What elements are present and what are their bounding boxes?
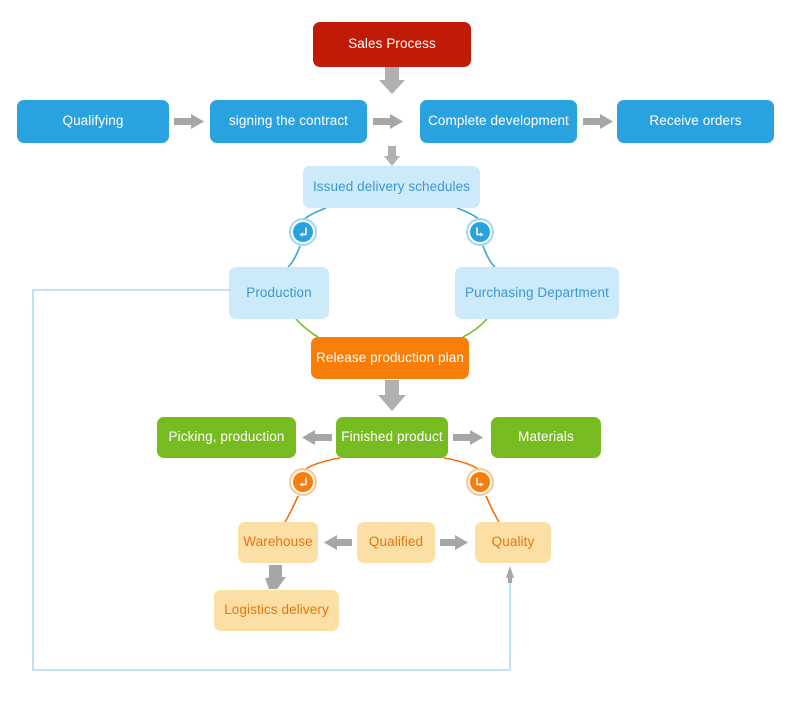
node-warehouse[interactable]: Warehouse (238, 522, 318, 563)
node-label: Complete development (428, 113, 569, 129)
connector-sales-to-row (379, 67, 405, 94)
junction-ring (466, 468, 494, 496)
junction-quality[interactable] (466, 468, 494, 496)
connector-finished-to-materials (453, 430, 483, 445)
junction-disc (293, 472, 313, 492)
node-label: Quality (491, 534, 535, 550)
node-label: Picking, production (168, 429, 285, 445)
connector-qualified-to-warehouse (324, 535, 352, 550)
arrow-down-left-icon (299, 227, 307, 237)
connector-row-to-schedules (384, 146, 400, 166)
node-materials[interactable]: Materials (491, 417, 601, 458)
junction-ring (289, 218, 317, 246)
junction-purchasing[interactable] (466, 218, 494, 246)
connector-qualified-to-quality (440, 535, 468, 550)
connector-finished-to-picking (302, 430, 332, 445)
node-production[interactable]: Production (229, 267, 329, 319)
arrow-down-right-icon (476, 227, 484, 237)
junction-disc (293, 222, 313, 242)
node-sales-process[interactable]: Sales Process (313, 22, 471, 67)
junction-warehouse[interactable] (289, 468, 317, 496)
node-issued-delivery-schedules[interactable]: Issued delivery schedules (303, 166, 480, 208)
connector-warehouse-to-logistics (265, 565, 286, 589)
node-label: Qualifying (62, 113, 124, 129)
junction-disc (470, 222, 490, 242)
junction-ring (289, 468, 317, 496)
connector-qualifying-to-signing (174, 114, 204, 129)
node-label: Sales Process (348, 36, 436, 52)
connector-production-to-plan (295, 318, 319, 338)
junction-production[interactable] (289, 218, 317, 246)
node-label: Logistics delivery (224, 602, 329, 618)
node-purchasing-department[interactable]: Purchasing Department (455, 267, 619, 319)
node-label: Qualified (368, 534, 424, 550)
connector-signing-to-complete (373, 114, 403, 129)
node-label: Materials (518, 429, 574, 445)
node-logistics-delivery[interactable]: Logistics delivery (214, 590, 339, 631)
node-receive-orders[interactable]: Receive orders (617, 100, 774, 143)
arrow-down-right-icon (476, 477, 484, 487)
node-label: Issued delivery schedules (312, 178, 471, 194)
node-qualified[interactable]: Qualified (357, 522, 435, 563)
node-label: Purchasing Department (465, 284, 609, 300)
node-label: signing the contract (228, 113, 349, 129)
junction-ring (466, 218, 494, 246)
node-label: Receive orders (649, 113, 742, 129)
node-qualifying[interactable]: Qualifying (17, 100, 169, 143)
connector-purchasing-to-plan (462, 318, 488, 338)
junction-disc (470, 472, 490, 492)
node-label: Finished product (341, 429, 443, 445)
connector-plan-to-finished (378, 380, 406, 411)
node-complete-development[interactable]: Complete development (420, 100, 577, 143)
arrow-down-left-icon (299, 477, 307, 487)
node-label: Release production plan (316, 349, 464, 365)
node-label: Production (246, 284, 312, 300)
node-quality[interactable]: Quality (475, 522, 551, 563)
node-release-production-plan[interactable]: Release production plan (311, 337, 469, 379)
feedback-loop-arrowhead (506, 566, 514, 583)
node-label: Warehouse (243, 534, 313, 550)
connector-complete-to-receive (583, 114, 613, 129)
node-picking-production[interactable]: Picking, production (157, 417, 296, 458)
node-finished-product[interactable]: Finished product (336, 417, 448, 458)
node-signing-the-contract[interactable]: signing the contract (210, 100, 367, 143)
